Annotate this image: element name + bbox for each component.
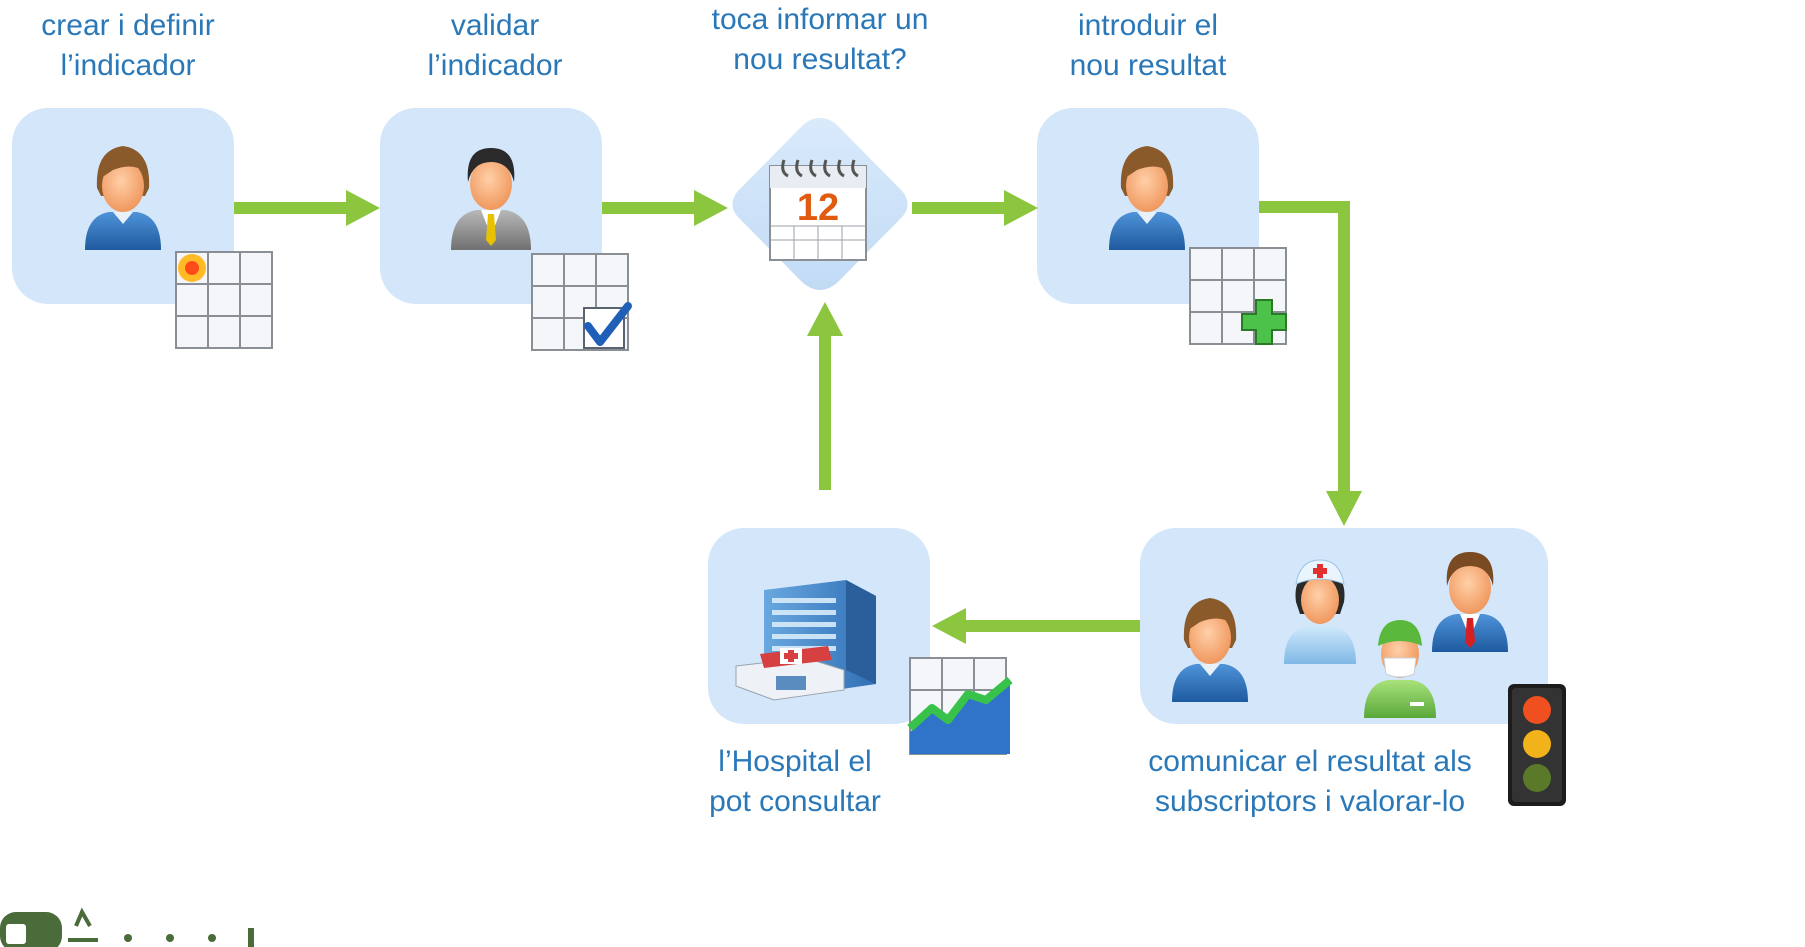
calendar-icon: 12 [769, 159, 867, 261]
validated-table-icon [531, 253, 632, 351]
nurse-icon [1284, 559, 1356, 664]
step-consult-label: l’Hospital el pot consultar [700, 742, 890, 822]
businessman-icon [1432, 552, 1508, 652]
step-notify-line1: comunicar el resultat als [1148, 745, 1472, 778]
hospital-icon [735, 580, 876, 701]
arrow-enter-to-notify [1259, 201, 1362, 526]
step-decide-line2: nou resultat? [733, 43, 907, 76]
logo-icon [0, 907, 254, 947]
step-notify-line2: subscriptors i valorar-lo [1154, 785, 1466, 818]
step-validate-line1: validar [450, 9, 540, 42]
arrow-define-to-validate [234, 190, 380, 226]
new-table-icon [175, 251, 273, 349]
step-validate-label: validar l’indicador [395, 6, 595, 86]
arrow-consult-to-decide [807, 302, 843, 490]
traffic-light-icon [1508, 684, 1566, 806]
person-icon [85, 146, 161, 250]
businessman-icon [451, 148, 531, 250]
step-enter-line2: nou resultat [1069, 49, 1227, 82]
step-enter-label: introduir el nou resultat [1048, 6, 1248, 86]
step-define-line2: l’indicador [60, 49, 196, 82]
arrow-validate-to-decide [602, 190, 728, 226]
add-table-icon [1189, 247, 1287, 345]
step-notify-label: comunicar el resultat als subscriptors i… [1120, 742, 1500, 822]
step-enter-line1: introduir el [1077, 9, 1219, 42]
person-icon [1172, 598, 1248, 702]
step-validate-line2: l’indicador [427, 49, 563, 82]
step-decide-label: toca informar un nou resultat? [690, 0, 950, 80]
arrow-decide-to-enter [912, 190, 1038, 226]
arrow-notify-to-consult [932, 608, 1140, 644]
surgeon-icon [1364, 620, 1436, 718]
step-consult-line2: pot consultar [709, 785, 881, 818]
chart-table-icon [907, 657, 1013, 755]
person-icon [1109, 146, 1185, 250]
step-decide-line1: toca informar un [711, 3, 929, 36]
step-define-label: crear i definir l’indicador [28, 6, 228, 86]
step-define-line1: crear i definir [41, 9, 215, 42]
step-consult-line1: l’Hospital el [718, 745, 872, 778]
calendar-day: 12 [797, 187, 839, 229]
